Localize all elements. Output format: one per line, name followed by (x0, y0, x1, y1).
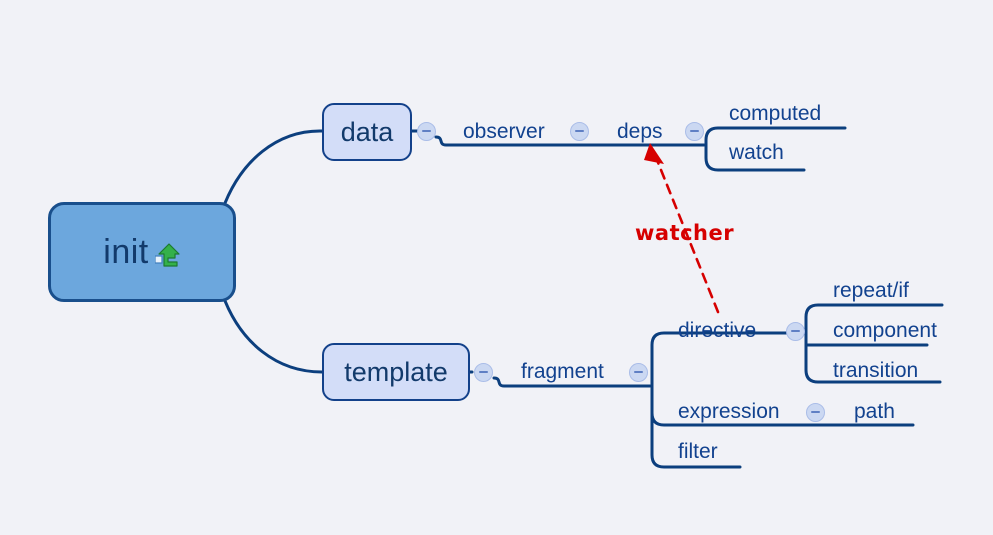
node-data-label: data (340, 116, 394, 147)
edge-init-data (220, 129, 324, 213)
root-node-init[interactable]: init (48, 202, 236, 302)
collapse-toggle-data[interactable] (417, 122, 436, 141)
node-expression-label[interactable]: expression (678, 400, 780, 423)
green-up-arrow-icon (154, 242, 181, 268)
annotation-watcher-label: watcher (635, 221, 735, 245)
root-node-label: init (103, 232, 149, 271)
collapse-toggle-fragment[interactable] (629, 363, 648, 382)
node-computed-label[interactable]: computed (729, 102, 822, 125)
edge-init-template (220, 291, 324, 374)
node-directive-label[interactable]: directive (678, 319, 757, 342)
node-component-label[interactable]: component (833, 319, 937, 342)
node-deps-label[interactable]: deps (617, 120, 663, 143)
collapse-toggle-directive[interactable] (786, 322, 805, 341)
node-template-label: template (344, 356, 448, 387)
collapse-toggle-observer[interactable] (570, 122, 589, 141)
annotation-arrowhead (644, 143, 664, 164)
node-path-label[interactable]: path (854, 400, 895, 423)
node-filter-label[interactable]: filter (678, 440, 718, 463)
node-observer-label[interactable]: observer (463, 120, 545, 143)
node-data[interactable]: data (322, 103, 412, 161)
node-repeat-if-label[interactable]: repeat/if (833, 279, 909, 302)
collapse-toggle-expression[interactable] (806, 403, 825, 422)
node-watch-label[interactable]: watch (729, 141, 784, 164)
collapse-toggle-deps[interactable] (685, 122, 704, 141)
node-fragment-label[interactable]: fragment (521, 360, 604, 383)
node-template[interactable]: template (322, 343, 470, 401)
node-transition-label[interactable]: transition (833, 359, 919, 382)
collapse-toggle-template[interactable] (474, 363, 493, 382)
